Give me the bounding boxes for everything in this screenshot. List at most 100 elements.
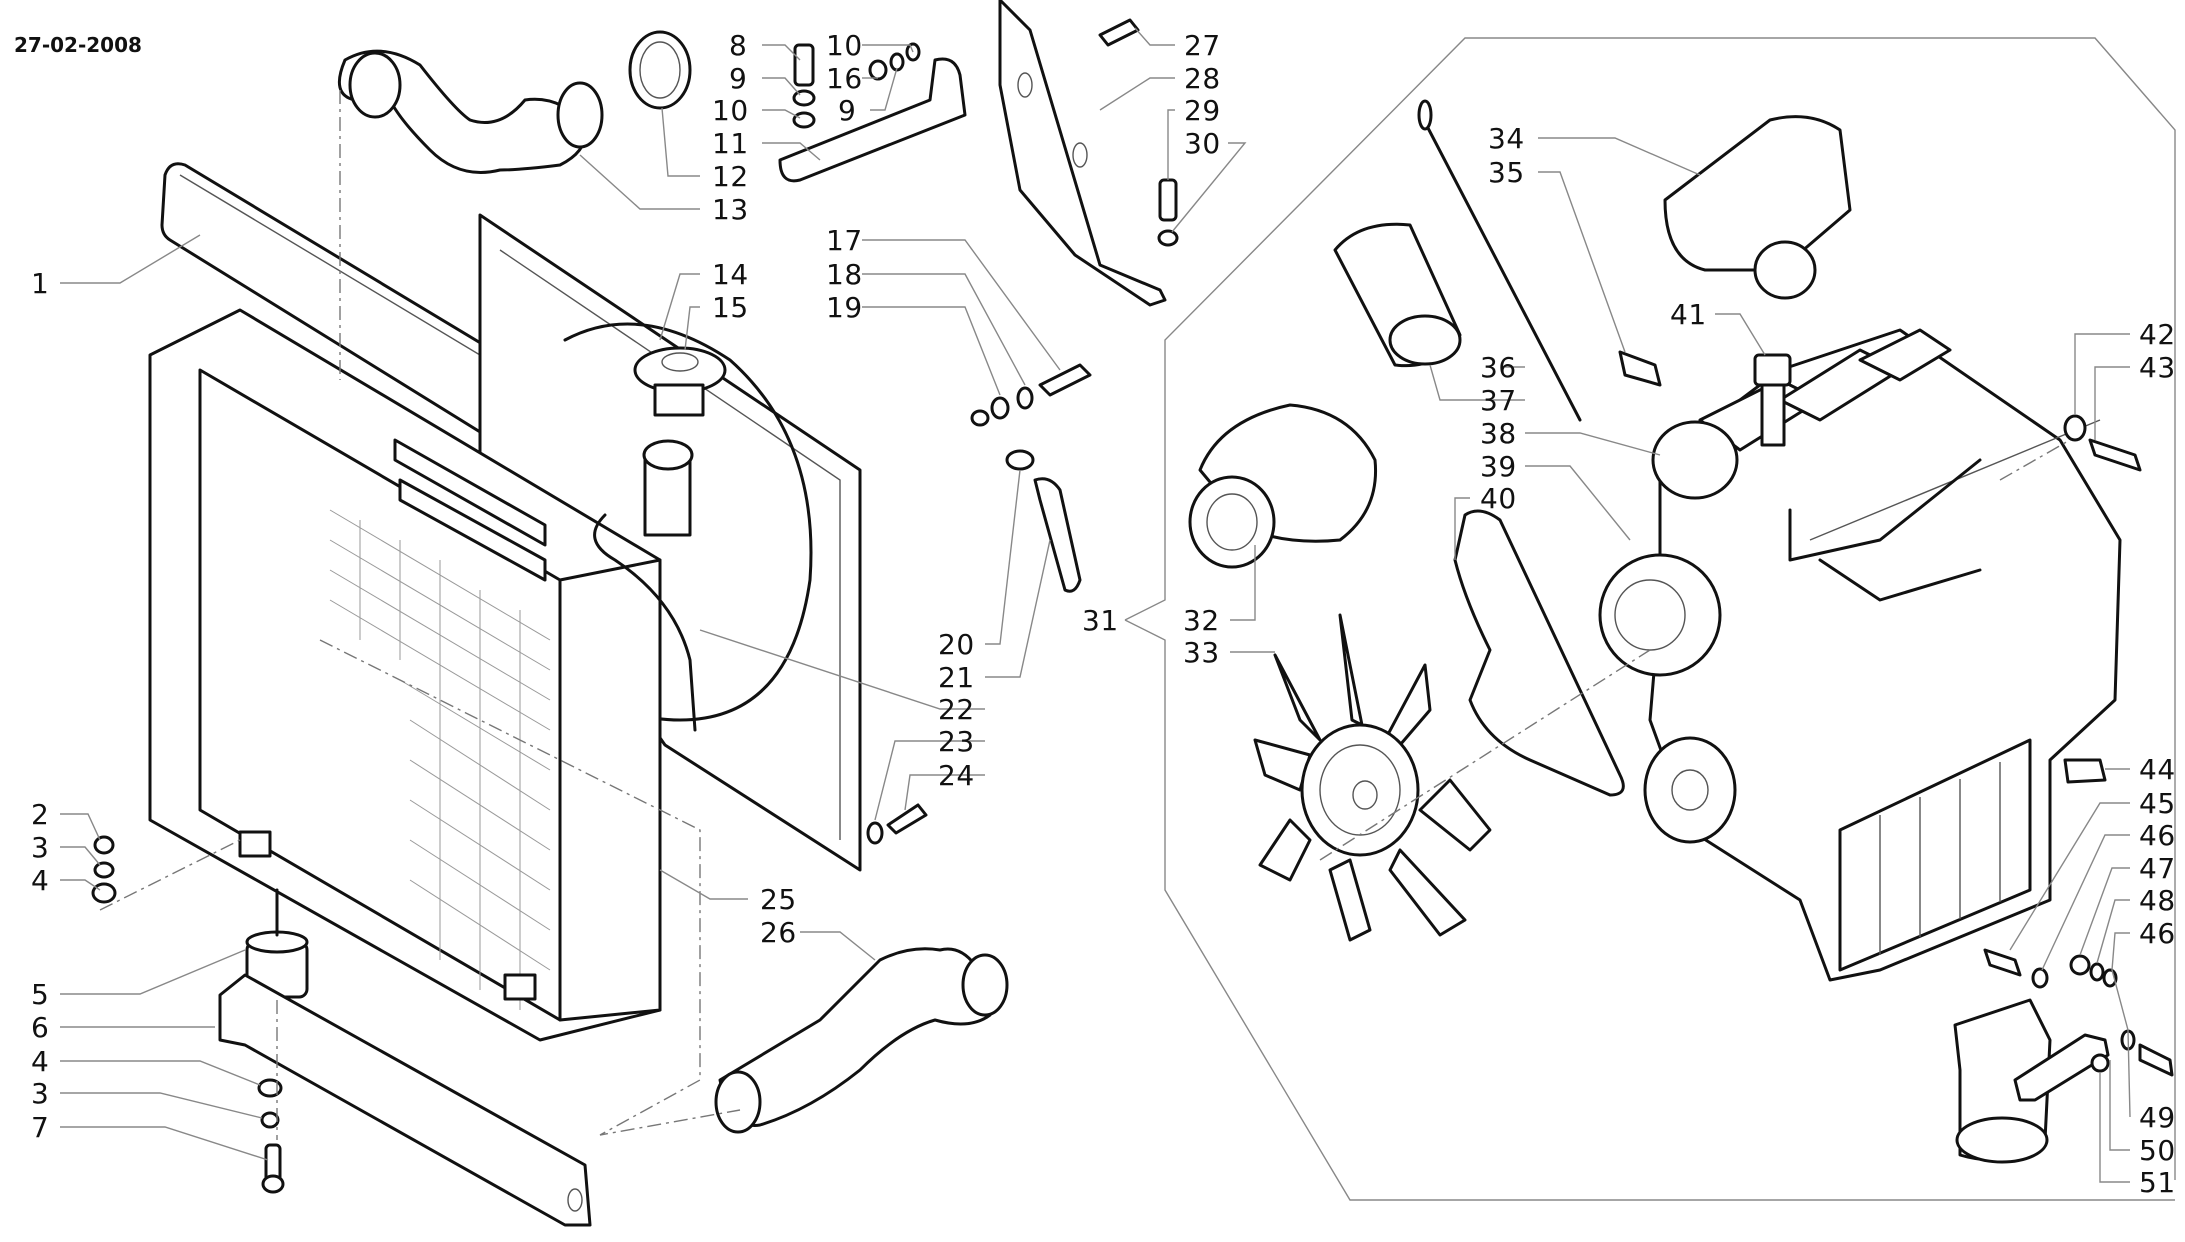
screw-24[interactable] bbox=[886, 803, 928, 835]
bolt-50[interactable] bbox=[2138, 1043, 2174, 1077]
fan-belt[interactable] bbox=[1453, 509, 1625, 797]
callout-37[interactable]: 37 bbox=[1480, 384, 1517, 417]
callout-41[interactable]: 41 bbox=[1670, 298, 1707, 331]
callout-14[interactable]: 14 bbox=[712, 258, 749, 291]
washer-48[interactable] bbox=[2089, 962, 2105, 982]
callout-10[interactable]: 10 bbox=[712, 94, 749, 127]
callout-22[interactable]: 22 bbox=[938, 693, 975, 726]
callout-17[interactable]: 17 bbox=[826, 224, 863, 257]
callout-38[interactable]: 38 bbox=[1480, 417, 1517, 450]
bolt-8[interactable] bbox=[793, 43, 815, 87]
callout-18[interactable]: 18 bbox=[826, 258, 863, 291]
callout-42[interactable]: 42 bbox=[2139, 318, 2176, 351]
callout-46[interactable]: 46 bbox=[2139, 917, 2176, 950]
bolt-29[interactable] bbox=[1158, 178, 1178, 222]
callout-46[interactable]: 46 bbox=[2139, 819, 2176, 852]
callout-47[interactable]: 47 bbox=[2139, 852, 2176, 885]
callout-25[interactable]: 25 bbox=[760, 883, 797, 916]
radiator-bracket[interactable] bbox=[218, 973, 592, 1227]
mounting-plate[interactable] bbox=[998, 0, 1167, 307]
bolt-27[interactable] bbox=[1098, 18, 1140, 47]
callout-4[interactable]: 4 bbox=[31, 1045, 50, 1078]
callout-1[interactable]: 1 bbox=[31, 267, 50, 300]
nut-51[interactable] bbox=[2090, 1053, 2110, 1073]
starter-motor[interactable] bbox=[1663, 115, 1852, 300]
callout-9[interactable]: 9 bbox=[838, 94, 857, 127]
dipstick[interactable] bbox=[1417, 99, 1582, 422]
callout-12[interactable]: 12 bbox=[712, 160, 749, 193]
engine-block[interactable] bbox=[1598, 328, 2122, 982]
overflow-hose[interactable] bbox=[593, 513, 697, 732]
callout-23[interactable]: 23 bbox=[938, 725, 975, 758]
callout-34[interactable]: 34 bbox=[1488, 122, 1525, 155]
callout-49[interactable]: 49 bbox=[2139, 1101, 2176, 1134]
callout-30[interactable]: 30 bbox=[1184, 127, 1221, 160]
clamp-20[interactable] bbox=[1005, 449, 1035, 471]
callout-9[interactable]: 9 bbox=[729, 62, 748, 95]
bolt-45[interactable] bbox=[1983, 948, 2022, 977]
washer-46[interactable] bbox=[2031, 967, 2049, 989]
filler-neck[interactable] bbox=[642, 439, 694, 537]
callout-5[interactable]: 5 bbox=[31, 978, 50, 1011]
radiator-cap[interactable] bbox=[633, 346, 727, 417]
upper-hose[interactable] bbox=[337, 49, 604, 174]
callout-6[interactable]: 6 bbox=[31, 1011, 50, 1044]
fuel-filter[interactable] bbox=[1953, 998, 2052, 1164]
callout-2[interactable]: 2 bbox=[31, 798, 50, 831]
washer-30[interactable] bbox=[1157, 229, 1179, 247]
callout-11[interactable]: 11 bbox=[712, 127, 749, 160]
callout-36[interactable]: 36 bbox=[1480, 351, 1517, 384]
callout-10[interactable]: 10 bbox=[826, 29, 863, 62]
callout-33[interactable]: 33 bbox=[1183, 636, 1220, 669]
callout-26[interactable]: 26 bbox=[760, 916, 797, 949]
oil-pressure-sender-43[interactable] bbox=[2088, 438, 2142, 472]
callout-39[interactable]: 39 bbox=[1480, 450, 1517, 483]
callout-13[interactable]: 13 bbox=[712, 193, 749, 226]
small-hose-21[interactable] bbox=[1033, 477, 1082, 593]
washer-23[interactable] bbox=[866, 821, 884, 845]
callout-20[interactable]: 20 bbox=[938, 628, 975, 661]
callout-27[interactable]: 27 bbox=[1184, 29, 1221, 62]
washer-18[interactable] bbox=[1016, 386, 1034, 410]
callout-8[interactable]: 8 bbox=[729, 29, 748, 62]
lower-hose[interactable] bbox=[714, 947, 1009, 1134]
washer-9[interactable] bbox=[792, 89, 816, 107]
callout-19[interactable]: 19 bbox=[826, 291, 863, 324]
callout-24[interactable]: 24 bbox=[938, 759, 975, 792]
callout-3[interactable]: 3 bbox=[31, 831, 50, 864]
callout-15[interactable]: 15 bbox=[712, 291, 749, 324]
upper-bracket[interactable] bbox=[778, 57, 967, 183]
cooling-fan[interactable] bbox=[1253, 613, 1492, 942]
banjo-bolt-17[interactable] bbox=[1038, 363, 1092, 397]
callout-29[interactable]: 29 bbox=[1184, 94, 1221, 127]
fan-shroud[interactable] bbox=[478, 213, 862, 872]
callout-31[interactable]: 31 bbox=[1082, 604, 1119, 637]
hose-clamp[interactable] bbox=[628, 30, 692, 110]
oil-filter[interactable] bbox=[1333, 222, 1462, 368]
banjo-19[interactable] bbox=[990, 396, 1010, 420]
washer-set-bottom[interactable] bbox=[257, 1078, 283, 1129]
filter-bracket[interactable] bbox=[2013, 1033, 2110, 1102]
drain-plug-44[interactable] bbox=[2063, 758, 2107, 784]
spacer-16[interactable] bbox=[868, 59, 888, 81]
bottom-bolt[interactable] bbox=[261, 1143, 285, 1194]
callout-32[interactable]: 32 bbox=[1183, 604, 1220, 637]
callout-40[interactable]: 40 bbox=[1480, 482, 1517, 515]
callout-45[interactable]: 45 bbox=[2139, 787, 2176, 820]
callout-35[interactable]: 35 bbox=[1488, 156, 1525, 189]
callout-48[interactable]: 48 bbox=[2139, 884, 2176, 917]
temp-sensor-35[interactable] bbox=[1618, 350, 1662, 387]
callout-50[interactable]: 50 bbox=[2139, 1134, 2176, 1167]
callout-4[interactable]: 4 bbox=[31, 864, 50, 897]
callout-44[interactable]: 44 bbox=[2139, 753, 2176, 786]
alternator[interactable] bbox=[1188, 403, 1378, 569]
callout-21[interactable]: 21 bbox=[938, 661, 975, 694]
washer-19b[interactable] bbox=[970, 409, 990, 427]
washer-10[interactable] bbox=[792, 111, 816, 129]
callout-16[interactable]: 16 bbox=[826, 62, 863, 95]
callout-3[interactable]: 3 bbox=[31, 1077, 50, 1110]
washer-9b[interactable] bbox=[889, 52, 905, 72]
radiator[interactable] bbox=[148, 308, 662, 1042]
washer-set-top[interactable] bbox=[91, 835, 117, 904]
nut-47[interactable] bbox=[2069, 954, 2091, 976]
